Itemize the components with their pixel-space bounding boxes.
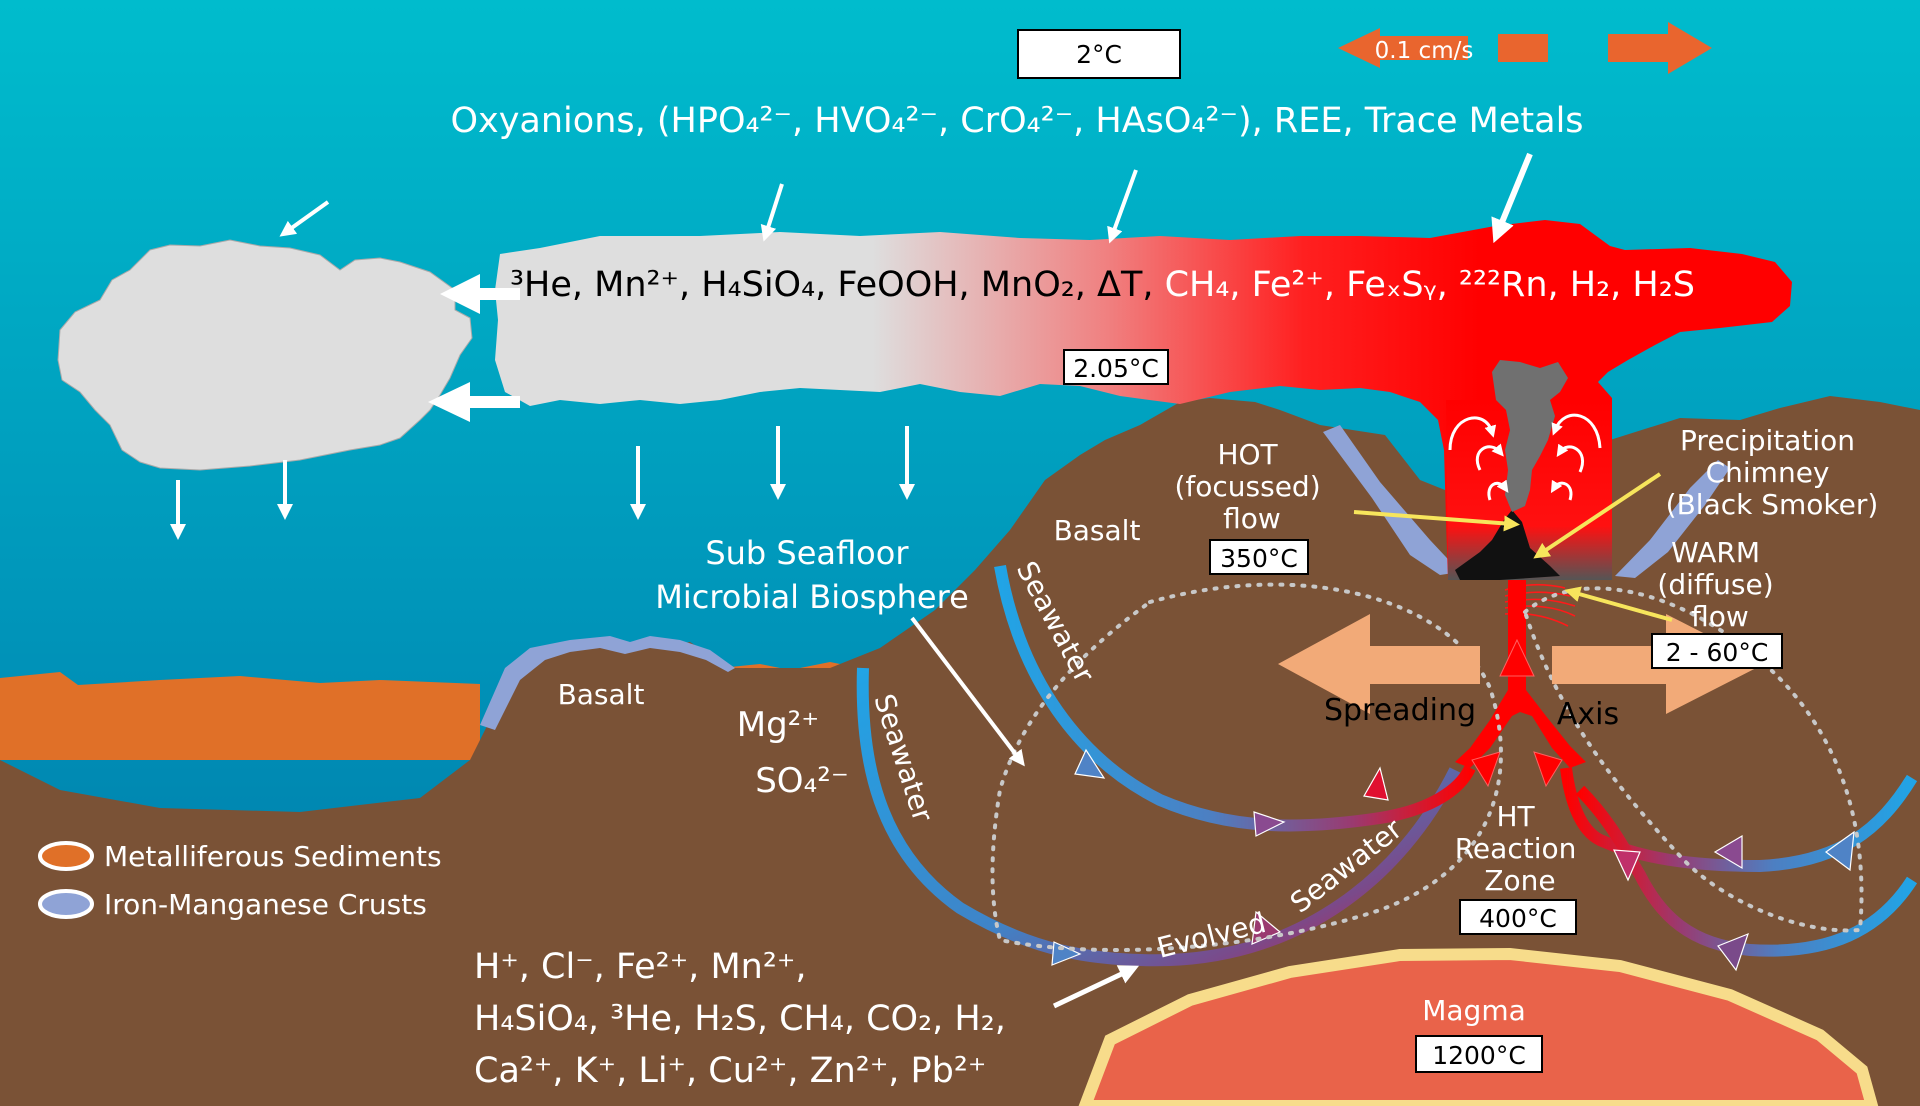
reaction-zone-label: HT Reaction Zone	[1455, 800, 1586, 897]
plume-species-hot: CH₄, Fe²⁺, FeₓSᵧ, ²²²Rn, H₂, H₂S	[1165, 265, 1695, 305]
magma-label: Magma	[1422, 994, 1526, 1027]
temp-box-top: 2°C	[1017, 29, 1181, 79]
warm-flow-label: WARM (diffuse) flow	[1657, 536, 1782, 633]
biosphere-pointer-arrow	[910, 616, 1025, 767]
iron-manganese-crust-left	[480, 636, 735, 730]
basalt-label-right: Basalt	[1054, 514, 1141, 547]
seawater-input-species: Oxyanions, (HPO₄²⁻, HVO₄²⁻, CrO₄²⁻, HAsO…	[450, 101, 1583, 141]
scale-bar-middle	[1498, 34, 1548, 62]
spreading-arrow-left	[1278, 614, 1480, 714]
iron-manganese-crust-vent-right	[1615, 460, 1730, 578]
magma-chamber	[1078, 947, 1879, 1106]
temp-box-reaction: 400°C	[1459, 899, 1577, 935]
temp-plume-label: 2.05°C	[1073, 354, 1159, 383]
seawater-path-outer-left	[856, 667, 1461, 967]
temp-warm-label: 2 - 60°C	[1666, 638, 1769, 667]
seawater-path-inner-left	[994, 564, 1476, 832]
legend-crusts-label: Iron-Manganese Crusts	[104, 888, 427, 921]
upflow-arrowhead-top	[1499, 638, 1535, 677]
seawater-path-right-upper	[1560, 767, 1918, 873]
black-smoker-chimney	[1455, 510, 1560, 580]
sulfate-label: SO₄²⁻	[755, 761, 849, 801]
spreading-label: Spreading	[1324, 693, 1476, 728]
scale-arrow-right	[1608, 22, 1712, 74]
scale-arrow-left	[1338, 28, 1468, 68]
temp-top-label: 2°C	[1076, 40, 1122, 69]
metalliferous-sediment-layer	[0, 672, 480, 760]
legend-sediments-label: Metalliferous Sediments	[104, 840, 442, 873]
dispersed-plume-cloud	[57, 239, 473, 471]
plume-species-cold: ³He, Mn²⁺, H₄SiO₄, FeOOH, MnO₂, ΔT,	[510, 265, 1165, 305]
iron-manganese-crust-vent-left	[1323, 425, 1460, 575]
temp-reaction-label: 400°C	[1479, 904, 1557, 933]
fluid-species-pointer-arrow	[1052, 965, 1140, 1009]
temp-box-hot: 350°C	[1209, 539, 1309, 575]
magnesium-label: Mg²⁺	[737, 705, 820, 745]
dotted-circulation-loops	[990, 582, 1864, 952]
legend-swatch-crusts	[38, 889, 94, 919]
upflow-arrowhead-left	[1471, 751, 1501, 788]
plume-species: ³He, Mn²⁺, H₄SiO₄, FeOOH, MnO₂, ΔT, CH₄,…	[510, 265, 1695, 305]
seawater-input-arrows	[279, 152, 1533, 244]
particle-settling-arrows	[170, 426, 915, 540]
temp-hot-label: 350°C	[1220, 544, 1298, 573]
fluid-species-list: H⁺, Cl⁻, Fe²⁺, Mn²⁺, H₄SiO₄, ³He, H₂S, C…	[474, 947, 1017, 1091]
convection-swirls	[1448, 413, 1602, 501]
velocity-scale-label: 0.1 cm/s	[1375, 38, 1474, 64]
plume-flow-arrow-lower	[428, 382, 520, 422]
upflow-arrowhead-right	[1533, 751, 1563, 788]
yellow-pointer-arrows	[1353, 472, 1673, 622]
black-smoke-column	[1492, 360, 1568, 512]
basalt-label-left: Basalt	[558, 678, 645, 711]
axis-label: Axis	[1557, 697, 1619, 732]
biosphere-label: Sub Seafloor Microbial Biosphere	[655, 534, 969, 616]
legend-swatch-sediments	[38, 841, 94, 871]
temp-box-magma: 1200°C	[1415, 1035, 1543, 1073]
plume-flow-arrow-upper	[440, 274, 520, 314]
temp-magma-label: 1200°C	[1432, 1041, 1526, 1070]
temp-box-warm: 2 - 60°C	[1651, 633, 1783, 669]
chimney-label: Precipitation Chimney (Black Smoker)	[1666, 424, 1879, 521]
temp-box-plume: 2.05°C	[1063, 349, 1169, 385]
hot-flow-label: HOT (focussed) flow	[1174, 438, 1329, 535]
